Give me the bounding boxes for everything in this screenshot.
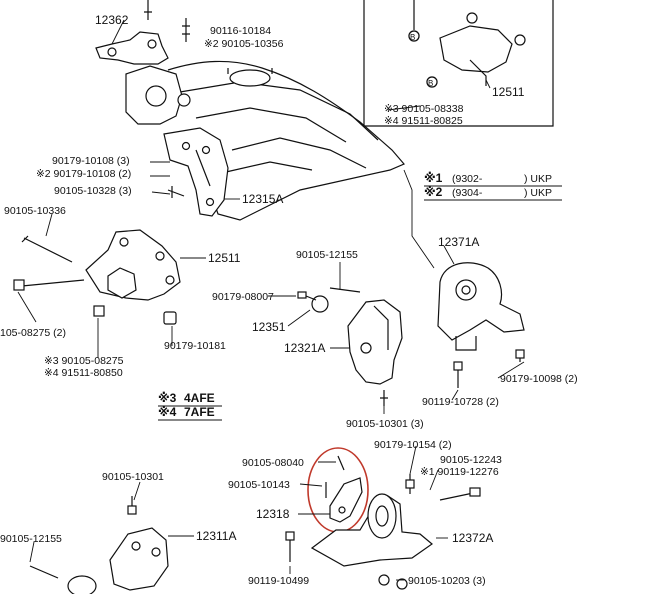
label-90116-10184: 90116-10184 xyxy=(210,25,271,37)
label-90105-10356: ※2 90105-10356 xyxy=(204,38,284,50)
label-90119-12276: ※1 90119-12276 xyxy=(420,466,499,478)
part-12315A-bracket xyxy=(163,127,229,217)
subframe-outline xyxy=(167,60,405,221)
label-90119-10499: 90119-10499 xyxy=(248,575,309,587)
label-90105-10143: 90105-10143 xyxy=(228,479,290,491)
leader-lines xyxy=(17,19,525,581)
svg-text:B: B xyxy=(428,79,433,88)
label-105-08275: 105-08275 (2) xyxy=(0,327,66,339)
label-90105-10301-low: 90105-10301 xyxy=(102,471,164,483)
svg-text:B: B xyxy=(410,33,415,42)
label-12371A: 12371A xyxy=(438,235,479,249)
label-90105-10301-mid: 90105-10301 (3) xyxy=(346,418,424,430)
note-1-date: (9302- xyxy=(452,173,483,185)
note-3-text: 4AFE xyxy=(184,391,215,405)
label-91511-80825: ※4 91511-80825 xyxy=(384,115,463,127)
label-90105-10328: 90105-10328 (3) xyxy=(54,185,132,197)
label-12321A: 12321A xyxy=(284,341,325,355)
label-90179-10098: 90179-10098 (2) xyxy=(500,373,578,385)
label-90105-12155-low: 90105-12155 xyxy=(0,533,62,545)
part-12318-bracket xyxy=(325,455,363,523)
label-90119-10728: 90119-10728 (2) xyxy=(422,396,499,408)
callout-b-upper: B xyxy=(408,30,420,42)
label-12511-inset: 12511 xyxy=(492,85,525,99)
label-90179-08007: 90179-08007 xyxy=(212,291,274,303)
label-90105-10203: 90105-10203 (3) xyxy=(408,575,486,587)
label-90179-10108a: 90179-10108 (3) xyxy=(52,155,130,167)
note-4-text: 7AFE xyxy=(184,405,215,419)
label-12372A: 12372A xyxy=(452,531,493,545)
note-3-mark: ※3 xyxy=(158,391,177,405)
label-12351: 12351 xyxy=(252,320,286,334)
label-90105-08275: ※3 90105-08275 xyxy=(44,355,124,367)
note-2-mark: ※2 xyxy=(424,185,443,199)
callout-b-lower: B xyxy=(426,76,438,88)
label-91511-80850: ※4 91511-80850 xyxy=(44,367,123,379)
label-12362: 12362 xyxy=(95,13,129,27)
label-90179-10108b: ※2 90179-10108 (2) xyxy=(36,168,131,180)
note-1-code: ) UKP xyxy=(524,173,552,185)
legend-notes-engine: ※3 4AFE ※4 7AFE xyxy=(158,391,222,421)
label-12315A: 12315A xyxy=(242,192,283,206)
part-labels: 12362 90116-10184 ※2 90105-10356 90179-1… xyxy=(0,13,578,587)
note-2-date: (9304- xyxy=(452,187,483,199)
part-12321A-mount xyxy=(297,287,403,406)
part-12362-bracket xyxy=(95,0,169,65)
label-90105-08338: ※3 90105-08338 xyxy=(384,103,464,115)
label-12318: 12318 xyxy=(256,507,290,521)
part-12511-bracket xyxy=(13,229,181,325)
legend-notes-ukp: ※1 (9302- ) UKP ※2 (9304- ) UKP xyxy=(424,171,562,201)
part-12372A-mount xyxy=(285,474,481,590)
label-12311A: 12311A xyxy=(196,529,236,543)
part-upper-mount xyxy=(125,18,191,125)
note-2-code: ) UKP xyxy=(524,187,552,199)
inset-frame xyxy=(363,0,554,127)
label-90179-10154: 90179-10154 (2) xyxy=(374,439,452,451)
label-90105-12243: 90105-12243 xyxy=(440,454,502,466)
part-12511-inset-bracket xyxy=(408,0,526,88)
part-12371A-mount xyxy=(437,262,525,388)
label-90105-10336: 90105-10336 xyxy=(4,205,66,217)
label-90105-08040: 90105-08040 xyxy=(242,457,304,469)
part-12311A-bracket xyxy=(29,496,169,594)
note-4-mark: ※4 xyxy=(158,405,177,419)
label-90105-12155-mid: 90105-12155 xyxy=(296,249,358,261)
label-90179-10181: 90179-10181 xyxy=(164,340,226,352)
note-1-mark: ※1 xyxy=(424,171,443,185)
label-12511-main: 12511 xyxy=(208,251,241,265)
